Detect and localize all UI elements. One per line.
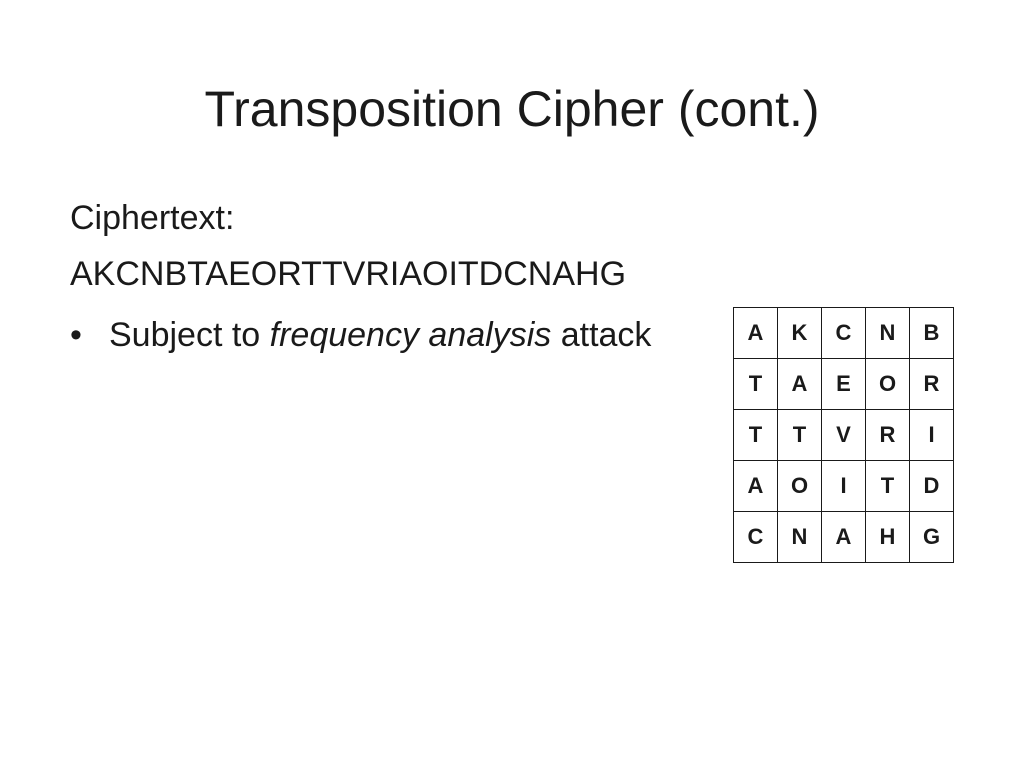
grid-cell: C (733, 511, 778, 563)
grid-row: T T V R I (733, 409, 954, 461)
grid-cell: A (821, 511, 866, 563)
grid-cell: N (865, 307, 910, 359)
grid-cell: K (777, 307, 822, 359)
grid-row: A O I T D (733, 460, 954, 512)
transposition-grid: A K C N B T A E O R T T V R I A (733, 307, 954, 563)
bullet-text: Subject to frequency analysis attack (109, 312, 670, 358)
ciphertext-value: AKCNBTAEORTTVRIAOITDCNAHG (70, 255, 627, 293)
grid-row: T A E O R (733, 358, 954, 410)
bullet-prefix: Subject to (109, 316, 270, 354)
grid-cell: O (777, 460, 822, 512)
grid-cell: E (821, 358, 866, 410)
bullet-emphasis: frequency analysis (269, 316, 552, 354)
grid-cell: C (821, 307, 866, 359)
grid-cell: D (909, 460, 954, 512)
grid-cell: B (909, 307, 954, 359)
grid-cell: H (865, 511, 910, 563)
grid-cell: O (865, 358, 910, 410)
grid-cell: V (821, 409, 866, 461)
grid-cell: T (733, 409, 778, 461)
grid-cell: R (865, 409, 910, 461)
ciphertext-label: Ciphertext: (70, 199, 235, 237)
bullet-item: • Subject to frequency analysis attack (70, 312, 670, 358)
grid-cell: I (821, 460, 866, 512)
grid-row: C N A H G (733, 511, 954, 563)
grid-cell: T (733, 358, 778, 410)
grid-cell: A (733, 460, 778, 512)
slide-title: Transposition Cipher (cont.) (204, 81, 820, 137)
bullet-marker: • (70, 316, 82, 354)
grid-cell: G (909, 511, 954, 563)
grid-row: A K C N B (733, 307, 954, 359)
grid-cell: N (777, 511, 822, 563)
grid-cell: I (909, 409, 954, 461)
grid-cell: A (733, 307, 778, 359)
bullet-suffix: attack (551, 316, 652, 354)
grid-cell: A (777, 358, 822, 410)
grid-cell: T (865, 460, 910, 512)
grid-cell: T (777, 409, 822, 461)
grid-cell: R (909, 358, 954, 410)
